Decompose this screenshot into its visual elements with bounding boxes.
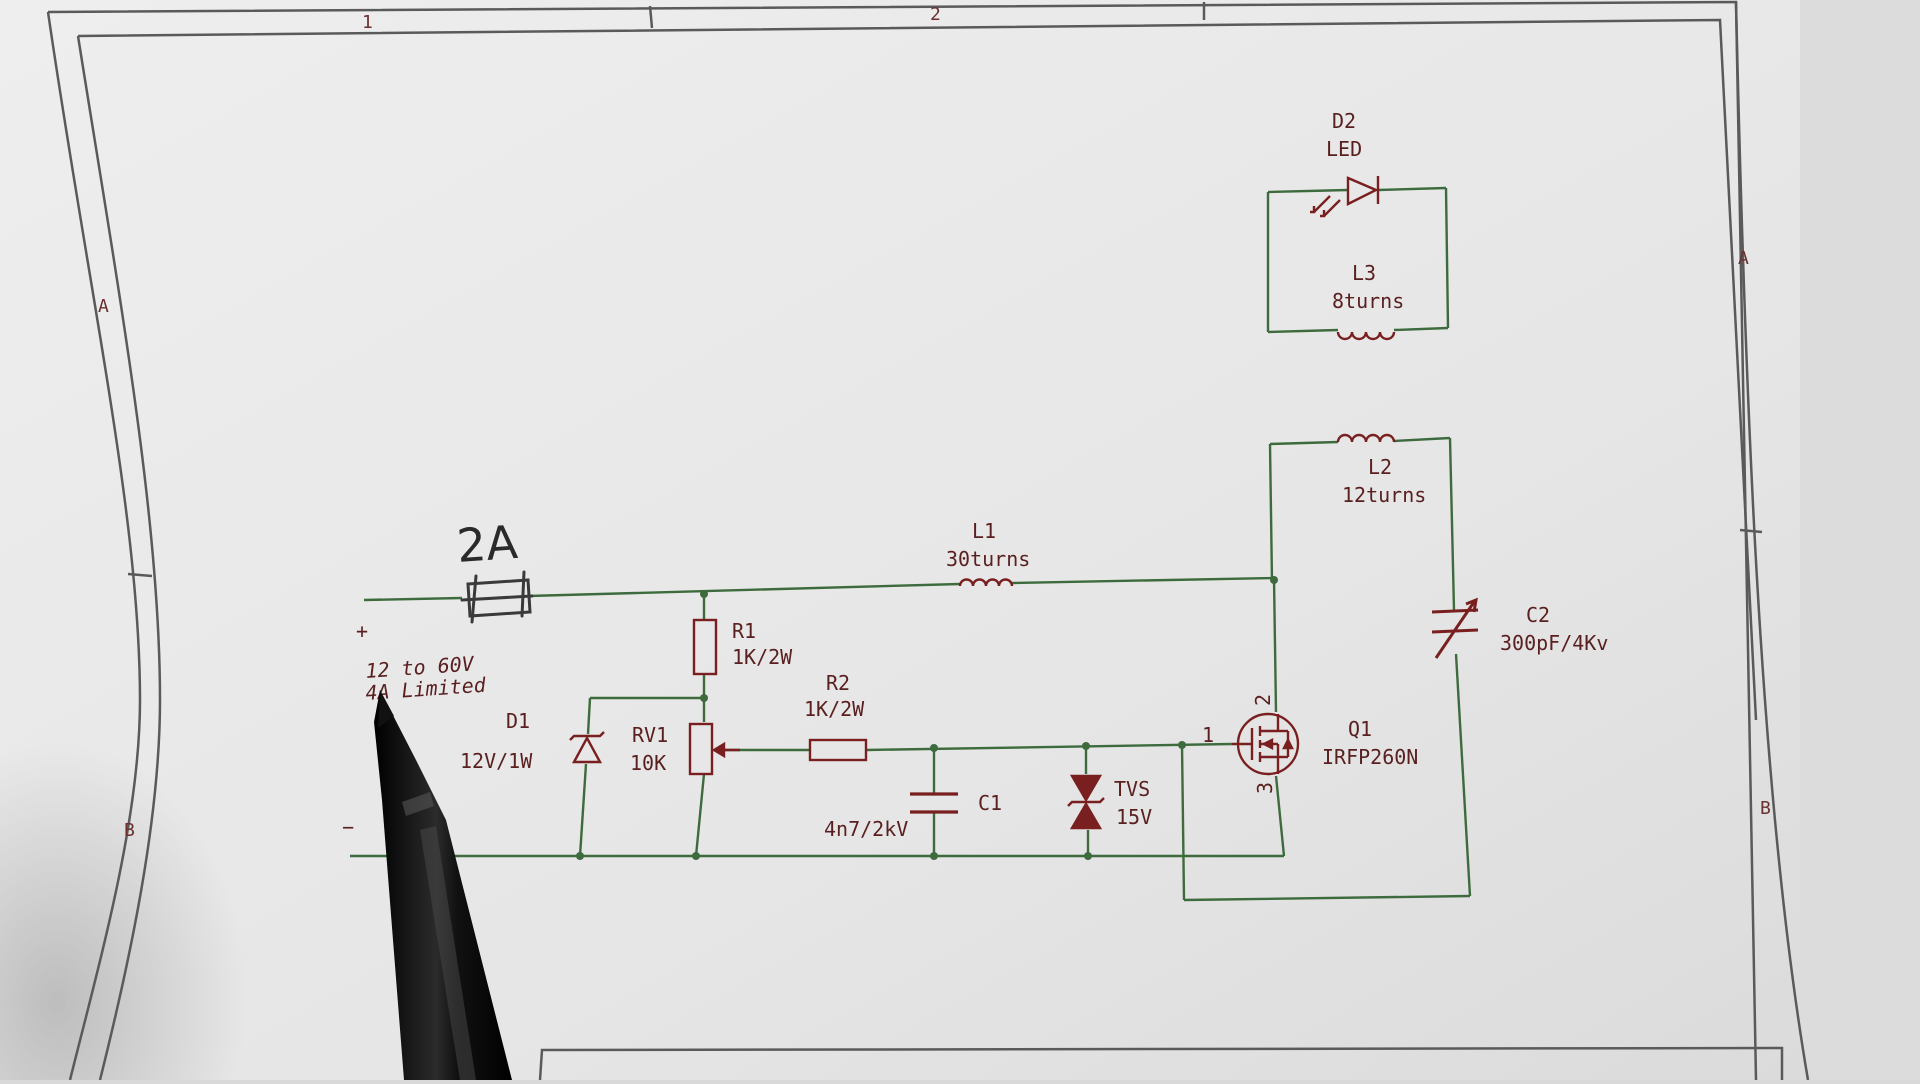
input-minus: −: [342, 815, 354, 839]
r1-ref: R1: [732, 619, 756, 643]
l3-coil: [1336, 331, 1396, 341]
frame-row-b-left: B: [124, 820, 135, 841]
frame-row-a-right: A: [1738, 248, 1749, 269]
d1-zener-symbol: [569, 731, 605, 764]
q1-pin-2: 2: [1251, 694, 1275, 706]
d2-value: LED: [1326, 137, 1362, 161]
d1-value: 12V/1W: [460, 749, 533, 773]
q1-mosfet-symbol: [1232, 712, 1300, 776]
c2-variable-capacitor: [1431, 597, 1479, 659]
r2-resistor: [808, 738, 868, 762]
frame-row-a-left: A: [98, 296, 109, 317]
r2-ref: R2: [826, 671, 850, 695]
l2-value: 12turns: [1342, 483, 1426, 507]
l2-coil: [1336, 433, 1396, 443]
frame-row-b-right: B: [1760, 798, 1771, 819]
fuse-rating: 2A: [455, 515, 520, 573]
q1-pin-1: 1: [1202, 723, 1214, 747]
c1-capacitor: [910, 792, 958, 814]
l3-ref: L3: [1352, 261, 1376, 285]
junctions: [576, 576, 1278, 860]
q1-pin-3: 3: [1253, 782, 1277, 794]
tvs-diode-symbol: [1067, 774, 1105, 830]
d2-led-symbol: [1310, 176, 1380, 218]
d1-ref: D1: [506, 709, 530, 733]
c1-value: 4n7/2kV: [824, 817, 908, 841]
rv1-value: 10K: [630, 751, 666, 775]
rv1-potentiometer: [688, 722, 740, 776]
paper-shadow: [0, 560, 380, 1080]
l1-ref: L1: [972, 519, 996, 543]
d2-ref: D2: [1332, 109, 1356, 133]
l1-coil: [958, 578, 1014, 587]
q1-ref: Q1: [1348, 717, 1372, 741]
pen-overlay: [374, 690, 512, 1080]
l2-ref: L2: [1368, 455, 1392, 479]
c1-ref: C1: [978, 791, 1002, 815]
c2-value: 300pF/4Kv: [1500, 631, 1608, 655]
frame-col-1: 1: [362, 12, 373, 33]
q1-value: IRFP260N: [1322, 745, 1418, 769]
frame-col-2: 2: [930, 4, 941, 25]
c2-ref: C2: [1526, 603, 1550, 627]
l3-value: 8turns: [1332, 289, 1404, 313]
fuse-symbol: [460, 570, 534, 624]
r1-resistor: [692, 618, 718, 676]
r2-value: 1K/2W: [804, 697, 865, 721]
rv1-ref: RV1: [632, 723, 668, 747]
l1-value: 30turns: [946, 547, 1030, 571]
r1-value: 1K/2W: [732, 645, 793, 669]
paper-right-edge: [1800, 0, 1920, 1080]
input-plus: +: [356, 619, 368, 643]
tvs-value: 15V: [1116, 805, 1152, 829]
sheet-frame: [46, 0, 1810, 1081]
tvs-ref: TVS: [1114, 777, 1150, 801]
